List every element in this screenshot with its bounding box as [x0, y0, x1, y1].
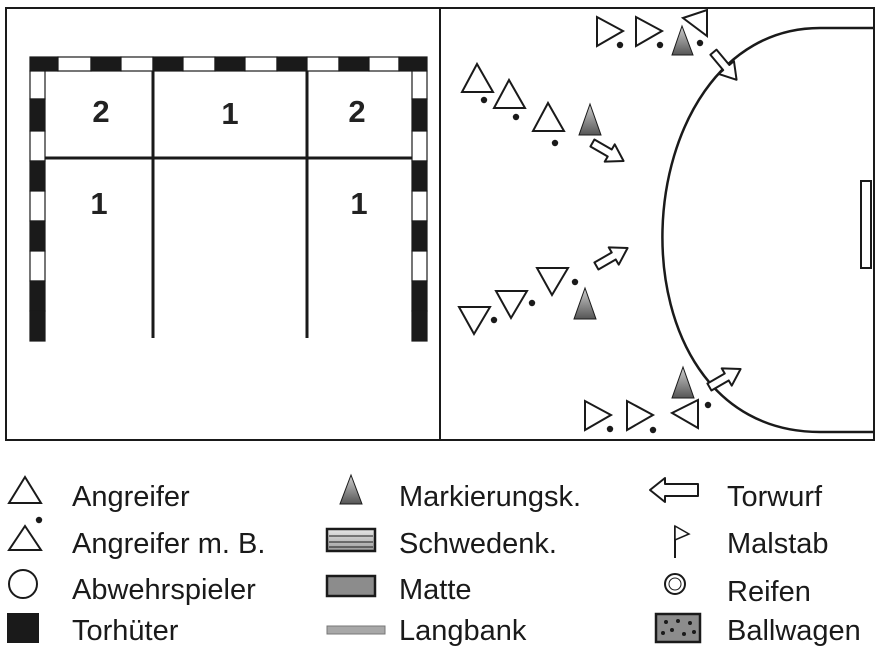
- legend-label-malstab: Malstab: [727, 528, 829, 560]
- attacker-icon: [626, 399, 656, 432]
- legend-label-angreifer-mit-ball: Angreifer m. B.: [72, 528, 265, 560]
- bench-legend-icon: [326, 625, 386, 635]
- ball-icon: [528, 299, 536, 307]
- ball-icon: [490, 316, 498, 324]
- zone-top-left-number: 2: [92, 94, 109, 129]
- legend-label-schwedenkasten: Schwedenk.: [399, 528, 557, 560]
- attackers-lower-row: [457, 267, 597, 337]
- attackers-upper-row: [460, 61, 602, 147]
- right-panel-frame: [439, 7, 875, 441]
- shot-arrow-icon: [593, 246, 629, 271]
- flag-pole-legend-icon: [674, 524, 691, 558]
- attacker-icon: [680, 8, 708, 38]
- goal-right-post: [411, 70, 428, 342]
- legend-label-langbank: Langbank: [399, 615, 527, 647]
- attacker-legend-icon: [7, 475, 43, 504]
- ball-icon: [606, 425, 614, 433]
- attacker-icon: [492, 77, 527, 109]
- goal-frame: [29, 56, 428, 342]
- defender-legend-icon: [8, 569, 38, 599]
- legend-label-matte: Matte: [399, 574, 472, 606]
- left-panel-frame: [5, 7, 441, 441]
- zone-top-right-number: 2: [348, 94, 365, 129]
- attacker-icon: [460, 61, 495, 93]
- hoop-legend-icon: [664, 573, 686, 595]
- ball-icon: [480, 96, 488, 104]
- legend-label-reifen: Reifen: [727, 576, 811, 608]
- shot-arrow-icon: [709, 48, 738, 81]
- attacker-icon: [531, 100, 566, 132]
- attacker-icon: [584, 399, 614, 432]
- legend-label-angreifer: Angreifer: [72, 481, 190, 513]
- legend-label-torhueter: Torhüter: [72, 615, 179, 647]
- goal-left-post: [29, 70, 46, 342]
- ball-icon: [696, 39, 704, 47]
- ball-icon: [571, 278, 579, 286]
- legend-label-markierungskegel: Markierungsk.: [399, 481, 581, 513]
- court-goal: [860, 180, 872, 269]
- attacker-icon: [535, 267, 570, 298]
- legend-label-abwehrspieler: Abwehrspieler: [72, 574, 256, 606]
- cone-icon: [671, 24, 694, 56]
- ball-icon: [616, 41, 624, 49]
- attackers-top-row: [596, 8, 708, 56]
- attacker-with-ball-legend-icon: [7, 524, 43, 551]
- ball-icon: [656, 41, 664, 49]
- attacker-icon: [457, 306, 492, 337]
- ball-icon: [512, 113, 520, 121]
- ball-icon: [704, 401, 712, 409]
- cone-icon: [671, 365, 695, 399]
- attacker-icon: [596, 15, 626, 48]
- legend-label-torwurf: Torwurf: [727, 481, 823, 513]
- ball-icon: [35, 516, 43, 524]
- goal-area-line: [661, 26, 874, 434]
- zone-bottom-right-number: 1: [350, 186, 367, 221]
- goalkeeper-legend-icon: [7, 613, 39, 643]
- legend: Angreifer Angreifer m. B. Abwehrspieler …: [7, 473, 861, 647]
- cone-icon: [578, 102, 602, 136]
- ball-icon: [649, 426, 657, 434]
- vaulting-box-legend-icon: [325, 527, 377, 553]
- shot-arrow-icon: [589, 138, 625, 163]
- cone-legend-icon: [339, 473, 363, 505]
- attacker-icon: [494, 290, 529, 321]
- goal-crossbar: [29, 56, 428, 72]
- attacker-icon: [669, 398, 699, 430]
- goal-target-panel: 2 1 2 1 1: [5, 7, 441, 441]
- shot-arrow-legend-icon: [649, 477, 699, 503]
- mat-legend-icon: [325, 574, 377, 598]
- legend-label-ballwagen: Ballwagen: [727, 615, 861, 647]
- attackers-bottom-row: [584, 365, 712, 434]
- court-drill-panel: [439, 7, 875, 441]
- ball-cart-legend-icon: [654, 612, 702, 644]
- goal-zone-grid: [45, 71, 412, 338]
- zone-top-center-number: 1: [221, 96, 238, 131]
- zone-bottom-left-number: 1: [90, 186, 107, 221]
- shot-arrows: [589, 48, 742, 392]
- attacker-icon: [635, 15, 665, 48]
- ball-icon: [551, 139, 559, 147]
- shot-arrow-icon: [706, 367, 742, 392]
- cone-icon: [573, 286, 597, 320]
